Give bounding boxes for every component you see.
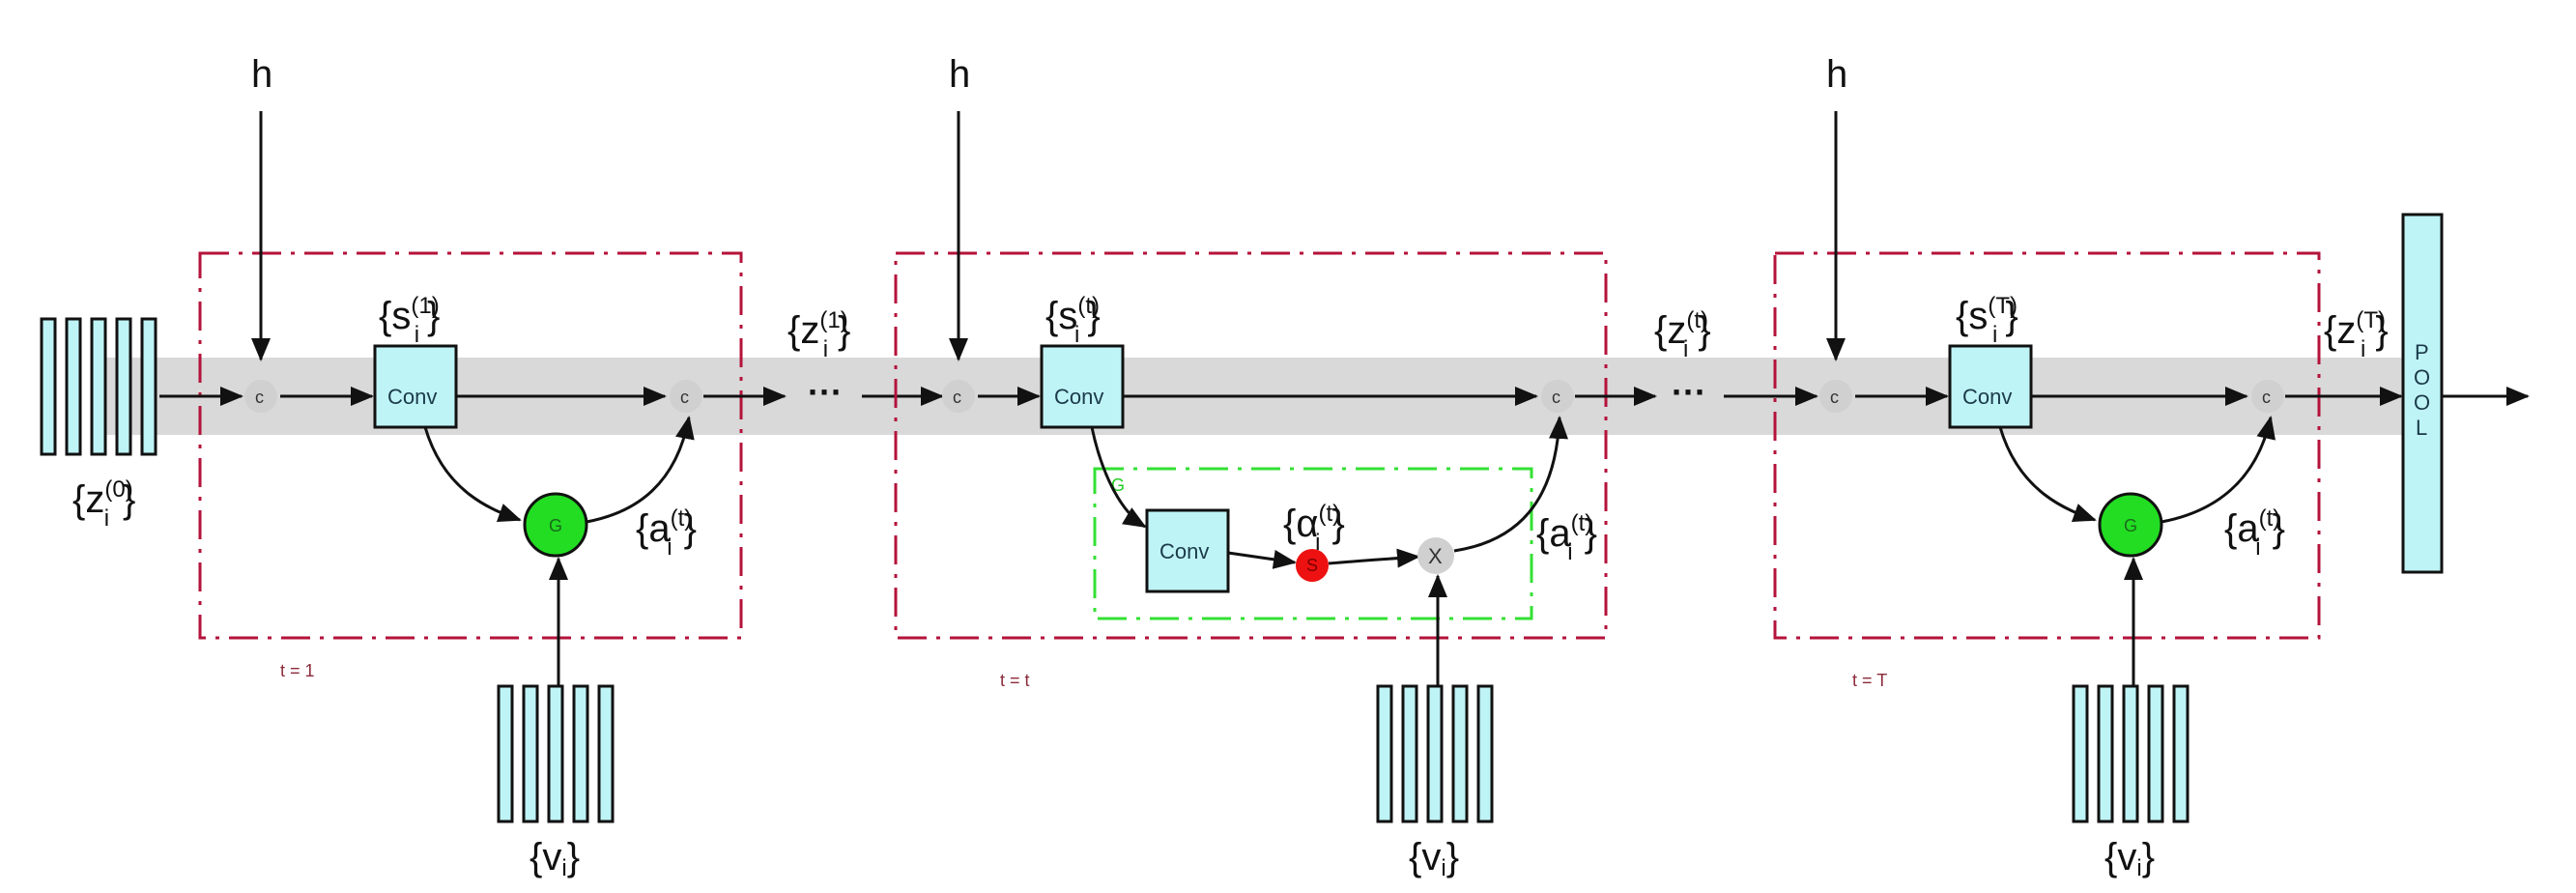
- gate-label: G: [549, 516, 562, 535]
- ellipsis: ···: [808, 372, 843, 412]
- softmax-node: [1296, 549, 1329, 582]
- conv-label: Conv: [1054, 385, 1103, 409]
- conv-label: Conv: [1962, 385, 2012, 409]
- time-label: t = t: [1000, 671, 1030, 690]
- flow-arrow: [1328, 548, 1420, 568]
- pool-letter: L: [2416, 416, 2427, 440]
- feature-bar: [90, 317, 107, 456]
- gate-detail-boundary: [1093, 467, 1533, 620]
- conv-label: Conv: [387, 385, 437, 409]
- v-label: {vi}: [530, 836, 580, 881]
- gate-node: [523, 492, 588, 558]
- concat-node: [670, 380, 702, 413]
- conv-to-gate-arrow: [423, 426, 522, 523]
- feature-bar: [2122, 684, 2139, 823]
- softmax-label: S: [1306, 556, 1318, 575]
- gate-node: [2098, 492, 2163, 558]
- s-label: {s(t)i}: [1045, 293, 1101, 348]
- step-boundary: [894, 251, 1608, 640]
- concat-node-label: c: [680, 388, 689, 407]
- pool-block: [2401, 213, 2444, 574]
- feature-bar: [1426, 684, 1444, 823]
- time-label: t = 1: [280, 661, 315, 680]
- z-output-label: {z(1)i}: [787, 307, 850, 362]
- conv-to-gate-arrow: [1998, 426, 2097, 523]
- feature-bar: [522, 684, 539, 823]
- conv-block: [1948, 344, 2033, 429]
- time-label: t = T: [1852, 671, 1887, 690]
- concat-node-label: c: [1552, 388, 1560, 407]
- hidden-state-label: h: [1826, 53, 1847, 96]
- feature-bar: [2172, 684, 2190, 823]
- s-label: {s(T)i}: [1956, 293, 2018, 348]
- inner-conv-block: [1145, 508, 1230, 593]
- hidden-state-label: h: [949, 53, 970, 96]
- z-output-label: {z(t)i}: [1654, 307, 1711, 362]
- concat-node-label: c: [953, 388, 961, 407]
- concat-node-label: c: [2262, 388, 2271, 407]
- feature-bar: [547, 684, 564, 823]
- ellipsis: ···: [1672, 372, 1706, 412]
- feature-bar: [1401, 684, 1418, 823]
- pool-layer: P O O L: [2401, 213, 2444, 574]
- conv-to-inner-conv-arrow: [1090, 426, 1147, 529]
- input-feature-stack: [40, 317, 157, 456]
- a-label: {a(t)i}: [1536, 510, 1597, 565]
- z-output-label: {z(T)i}: [2324, 307, 2389, 362]
- step-block-t1: t = 1 h c Conv {s(1)i} c G {a(t)i}: [159, 53, 850, 881]
- feature-bar: [115, 317, 132, 456]
- visual-feature-stack: [1376, 684, 1494, 823]
- a-label: {a(t)i}: [2224, 505, 2285, 561]
- feature-bar: [2072, 684, 2089, 823]
- inner-conv-label: Conv: [1159, 539, 1209, 563]
- feature-bar: [1451, 684, 1469, 823]
- s-label: {s(1)i}: [379, 293, 440, 348]
- multiply-to-concat-arrow: [1453, 416, 1568, 553]
- concat-node-label: c: [255, 388, 264, 407]
- feature-bar: [572, 684, 589, 823]
- feature-bar: [1476, 684, 1494, 823]
- feature-bar: [1376, 684, 1393, 823]
- step-boundary: [198, 251, 743, 640]
- flow-arrow: [1227, 549, 1297, 569]
- concat-node: [2251, 380, 2284, 413]
- conv-block: [373, 344, 458, 429]
- gate-to-concat-arrow: [2161, 416, 2276, 524]
- visual-feature-stack: [497, 684, 615, 823]
- multiply-node: [1417, 537, 1454, 574]
- concat-node: [1819, 380, 1852, 413]
- pool-letter: P: [2415, 340, 2429, 364]
- feature-bar: [2147, 684, 2164, 823]
- step-boundary: [1773, 251, 2321, 640]
- v-label: {vi}: [2104, 836, 2155, 881]
- multiply-label: X: [1428, 544, 1443, 568]
- v-label: {vi}: [1409, 836, 1459, 881]
- feature-bar: [2097, 684, 2114, 823]
- feature-bar: [140, 317, 157, 456]
- gate-to-concat-arrow: [586, 416, 695, 524]
- concat-node: [244, 380, 277, 413]
- input-label: {z(0)i}: [72, 476, 135, 532]
- concat-node: [1541, 380, 1574, 413]
- alpha-label: {α(t)i}: [1283, 501, 1345, 556]
- pool-letter: O: [2414, 365, 2430, 389]
- feature-bar: [497, 684, 514, 823]
- feature-bar: [40, 317, 57, 456]
- concat-node-label: c: [1830, 388, 1839, 407]
- feature-bar: [597, 684, 615, 823]
- gate-label: G: [2124, 516, 2137, 535]
- step-block-tT: t = T h c Conv {s(T)i} c G {a(t)i} {: [1773, 53, 2403, 881]
- concat-node: [942, 380, 975, 413]
- visual-feature-stack: [2072, 684, 2190, 823]
- step-block-tt: t = t h c Conv {s(t)i} c G Conv S {α(t)i…: [894, 53, 1711, 881]
- a-label: {a(t)i}: [636, 505, 697, 561]
- pool-letter: O: [2414, 390, 2430, 415]
- conv-block: [1040, 344, 1125, 429]
- feature-bar: [65, 317, 82, 456]
- hidden-state-label: h: [251, 53, 272, 96]
